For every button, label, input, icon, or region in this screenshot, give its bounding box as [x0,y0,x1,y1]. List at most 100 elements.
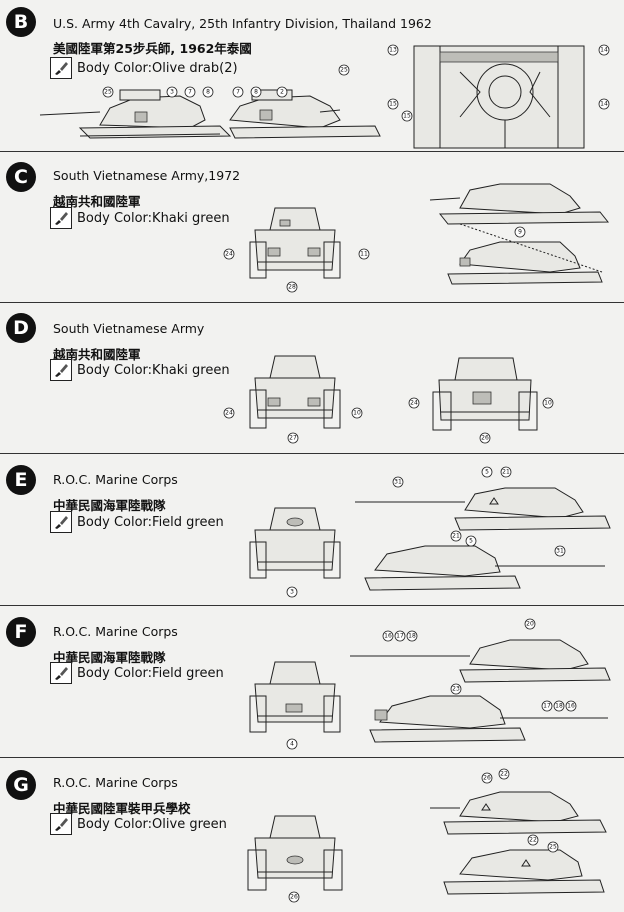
callout-marker: 14 [598,44,610,56]
callout-marker: 20 [524,618,536,630]
tank-side-profile [355,487,611,591]
paint-brush-icon [50,662,72,684]
callout-marker: 21 [500,466,512,478]
svg-text:7: 7 [236,89,240,96]
scheme-letter-badge: D [6,313,36,343]
svg-text:25: 25 [104,89,112,96]
scheme-section-f: F R.O.C. Marine Corps 中華民國海軍陸戰隊 Body Col… [0,606,624,758]
svg-text:31: 31 [394,479,402,486]
scheme-letter-badge: C [6,162,36,192]
svg-text:17: 17 [396,633,404,640]
callout-marker: 26 [481,772,493,784]
svg-text:26: 26 [481,435,489,442]
svg-text:4: 4 [290,741,294,748]
callout-marker: 5 [465,535,477,547]
svg-text:16: 16 [567,703,575,710]
callout-marker: 28 [286,281,298,293]
body-color-text: Body Color:Olive drab(2) [77,60,238,76]
callout-marker: 8 [250,86,262,98]
svg-text:18: 18 [408,633,416,640]
svg-text:9: 9 [518,229,522,236]
callout-marker: 7 [184,86,196,98]
svg-text:14: 14 [600,47,608,54]
callout-marker: 18 [406,630,418,642]
body-color-row: Body Color:Khaki green [50,207,230,229]
svg-text:3: 3 [290,589,294,596]
svg-text:21: 21 [452,533,460,540]
scheme-letter-badge: G [6,770,36,800]
callout-markers: 31 5 21 21 5 31 3 [286,466,566,598]
paint-brush-icon [50,511,72,533]
tank-front-view [249,661,341,733]
svg-text:26: 26 [290,894,298,901]
paint-brush-icon [50,359,72,381]
callout-marker: 24 [223,407,235,419]
scheme-title: U.S. Army 4th Cavalry, 25th Infantry Div… [53,16,432,31]
body-color-row: Body Color:Olive green [50,813,227,835]
callout-marker: 9 [514,226,526,238]
callout-markers: 24 11 28 9 [223,226,526,293]
svg-text:17: 17 [543,703,551,710]
body-color-row: Body Color:Field green [50,511,224,533]
scheme-section-c: C South Vietnamese Army,1972 越南共和國陸軍 Bod… [0,152,624,303]
tank-side-profile [350,639,611,743]
tank-top-view [413,45,585,149]
callout-marker: 2 [276,86,288,98]
tank-front-view [247,815,343,891]
scheme-title: R.O.C. Marine Corps [53,624,178,639]
svg-text:27: 27 [289,435,297,442]
callout-marker: 26 [288,891,300,903]
scheme-letter-badge: F [6,617,36,647]
svg-text:16: 16 [384,633,392,640]
tank-side-profile [39,89,381,139]
scheme-title-cjk: 中華民國海軍陸戰隊 [53,650,166,665]
tank-side-profile [429,183,610,285]
callout-marker: 31 [392,476,404,488]
scheme-title: South Vietnamese Army,1972 [53,168,241,183]
callout-marker: 11 [358,248,370,260]
scheme-title-cjk: 越南共和國陸軍 [53,194,141,209]
svg-text:22: 22 [500,771,508,778]
svg-text:2: 2 [280,89,284,96]
svg-text:11: 11 [360,251,368,258]
callout-marker: 31 [554,545,566,557]
svg-text:25: 25 [549,844,557,851]
svg-text:14: 14 [600,101,608,108]
tank-side-profile [430,791,607,895]
scheme-section-b: B U.S. Army 4th Cavalry, 25th Infantry D… [0,0,624,152]
body-color-text: Body Color:Olive green [77,816,227,832]
callout-marker: 4 [286,738,298,750]
callout-marker: 10 [351,407,363,419]
callout-marker: 22 [498,768,510,780]
callout-marker: 17 [394,630,406,642]
scheme-title: R.O.C. Marine Corps [53,775,178,790]
callout-marker: 15 [401,110,413,122]
scheme-letter-badge: B [6,7,36,37]
body-color-row: Body Color:Khaki green [50,359,230,381]
scheme-title-cjk: 中華民國海軍陸戰隊 [53,498,166,513]
paint-brush-icon [50,207,72,229]
svg-text:21: 21 [502,469,510,476]
callout-marker: 8 [202,86,214,98]
callout-marker: 16 [382,630,394,642]
callout-marker: 14 [598,98,610,110]
svg-text:23: 23 [452,686,460,693]
callout-markers: 25 3 7 8 7 8 2 25 13 15 14 15 14 [102,44,610,122]
callout-marker: 18 [553,700,565,712]
body-color-text: Body Color:Field green [77,514,224,530]
callout-marker: 26 [479,432,491,444]
callout-marker: 25 [338,64,350,76]
body-color-row: Body Color:Field green [50,662,224,684]
svg-text:13: 13 [389,47,397,54]
body-color-text: Body Color:Field green [77,665,224,681]
callout-marker: 25 [547,841,559,853]
scheme-letter-badge: E [6,465,36,495]
scheme-section-g: G R.O.C. Marine Corps 中華民國陸軍裝甲兵學校 Body C… [0,758,624,912]
scheme-title: R.O.C. Marine Corps [53,472,178,487]
callout-marker: 24 [223,248,235,260]
svg-text:18: 18 [555,703,563,710]
scheme-title-cjk: 中華民國陸軍裝甲兵學校 [53,801,191,816]
svg-text:7: 7 [188,89,192,96]
body-color-text: Body Color:Khaki green [77,210,230,226]
